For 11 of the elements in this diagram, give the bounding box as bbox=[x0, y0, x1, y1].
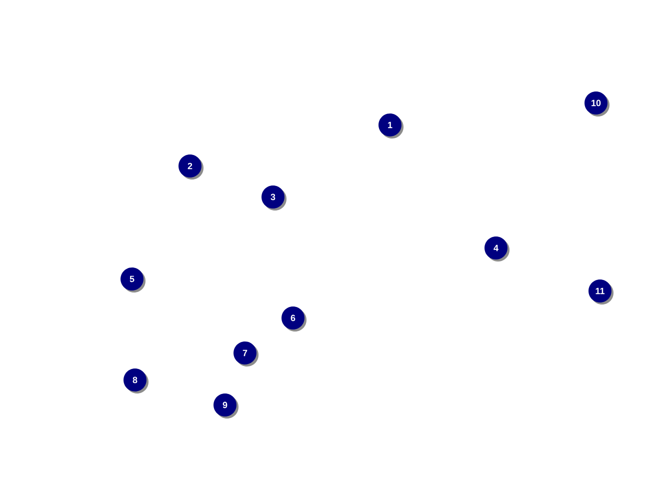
callout-number: 11 bbox=[588, 280, 614, 304]
callout-number: 5 bbox=[120, 268, 146, 292]
callout-number: 7 bbox=[234, 342, 258, 366]
callout-number: 6 bbox=[282, 306, 306, 332]
callout-number: 2 bbox=[178, 154, 204, 180]
callout-number: 8 bbox=[124, 368, 148, 394]
callout-number: 1 bbox=[378, 114, 404, 138]
callout-number: 10 bbox=[584, 92, 610, 116]
callout-number: 9 bbox=[214, 394, 238, 418]
callout-number: 3 bbox=[262, 186, 286, 210]
callout-number: 4 bbox=[484, 236, 510, 262]
